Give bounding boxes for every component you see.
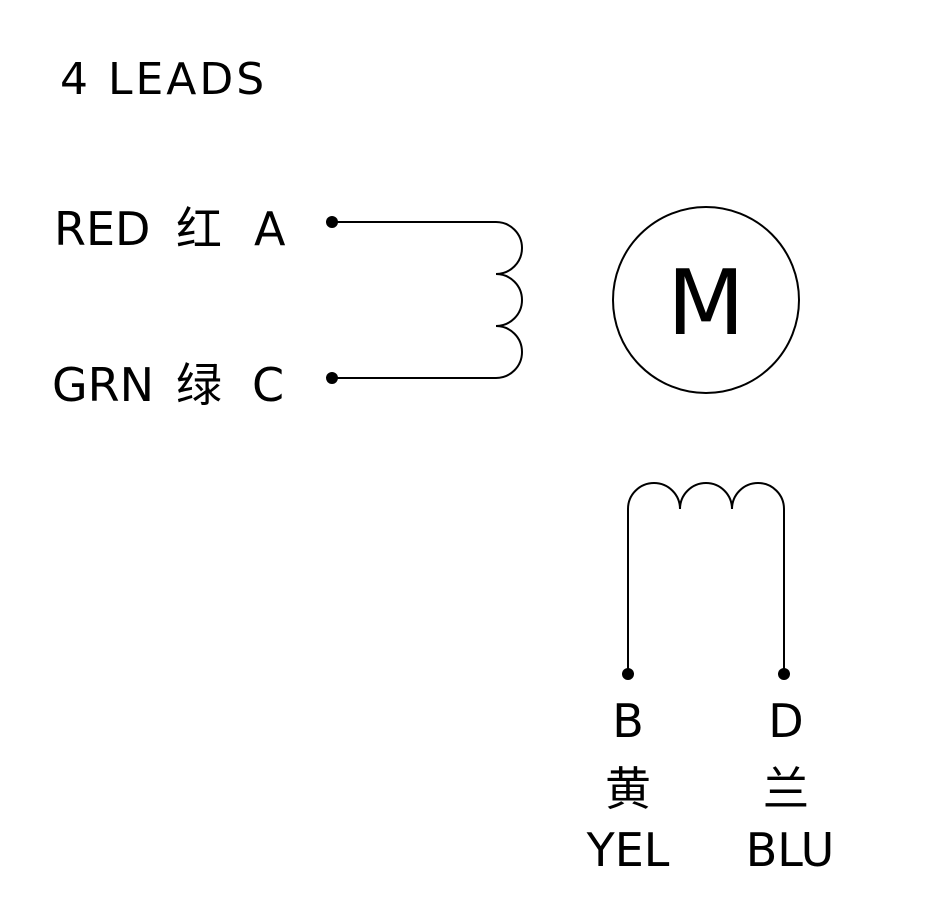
lead-b-color-label: YEL (586, 823, 670, 877)
lead-d-color-label: BLU (746, 823, 835, 877)
coil-bd-winding (627, 482, 785, 674)
motor-label: M (667, 251, 745, 356)
lead-d-terminal-dot (778, 668, 790, 680)
lead-b-chinese-label: 黄 (605, 762, 651, 816)
lead-b-terminal-dot (622, 668, 634, 680)
lead-b-letter-label: B (612, 694, 644, 748)
lead-c-letter-label: C (252, 358, 284, 412)
lead-d-letter-label: D (768, 694, 803, 748)
lead-a-letter-label: A (254, 202, 286, 256)
lead-a-chinese-label: 红 (176, 202, 222, 256)
lead-d-chinese-label: 兰 (763, 762, 809, 816)
coil-ac-winding (332, 221, 523, 379)
motor-circle (612, 206, 800, 394)
lead-c-color-label: GRN (52, 358, 154, 412)
diagram-title: 4 LEADS (60, 54, 267, 105)
lead-c-chinese-label: 绿 (176, 358, 222, 412)
lead-a-color-label: RED (54, 202, 150, 256)
